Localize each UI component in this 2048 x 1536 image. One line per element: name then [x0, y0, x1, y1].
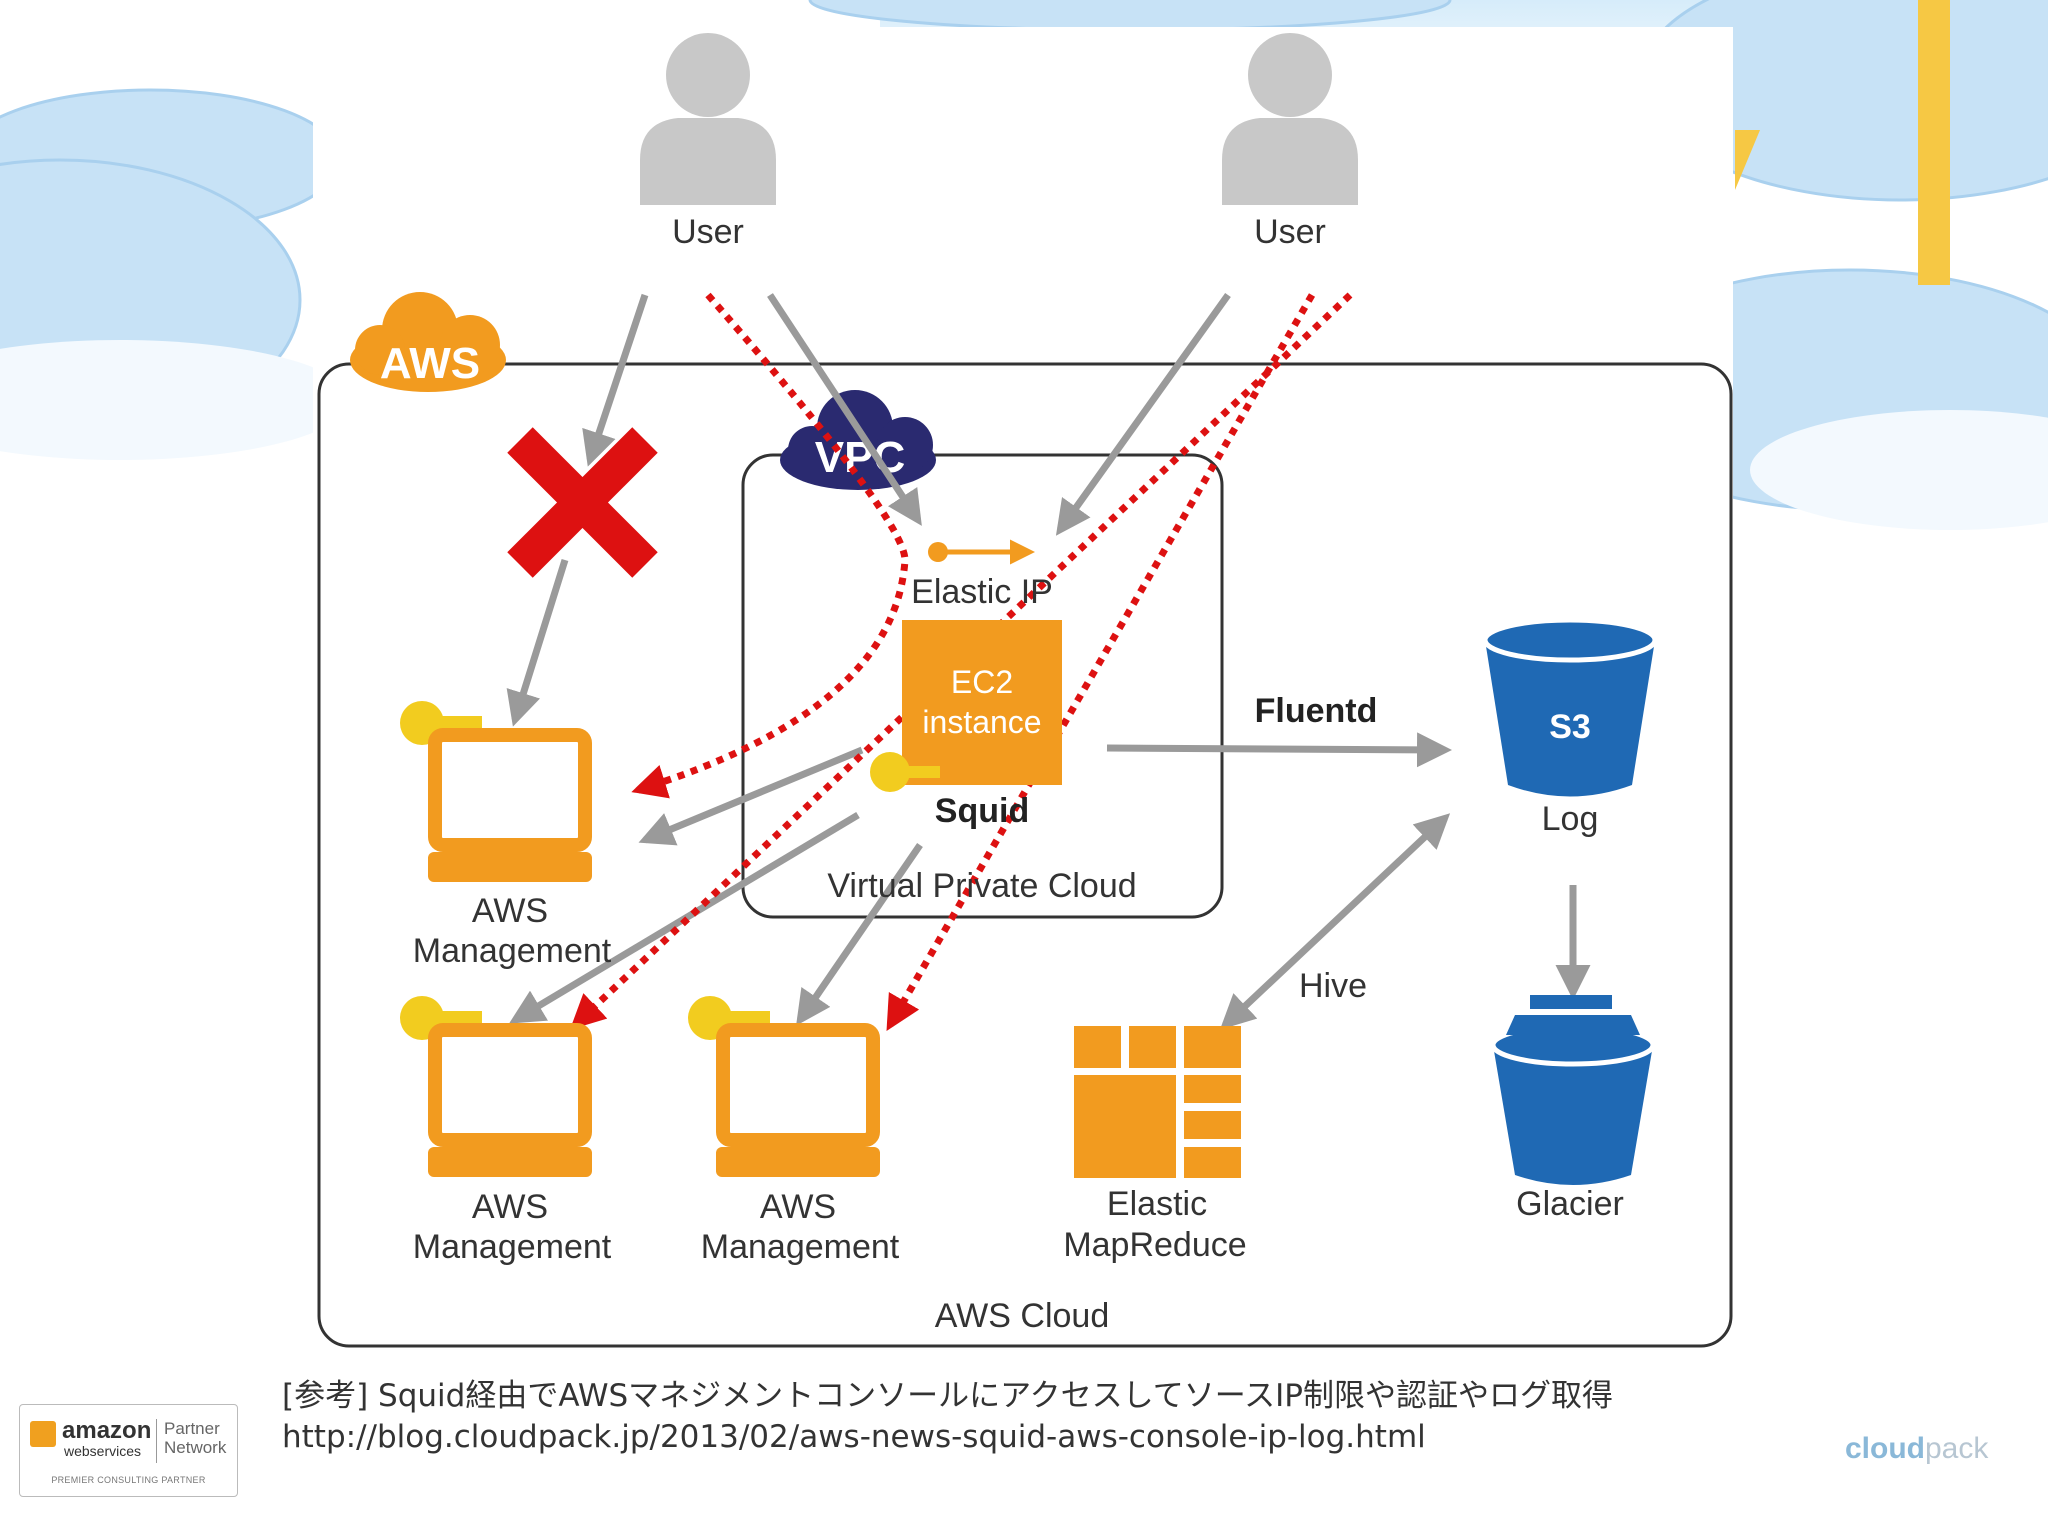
- management-label-2-line1: AWS: [472, 1188, 548, 1226]
- management-label-1-line1: AWS: [472, 892, 548, 930]
- amazon-wordmark: amazon: [62, 1417, 152, 1444]
- user-label-right: User: [1254, 213, 1326, 251]
- partner-network-text: Partner Network: [164, 1419, 226, 1457]
- partner-line1: Partner: [164, 1419, 220, 1438]
- vpc-frame: [741, 453, 1224, 919]
- user-label-left: User: [672, 213, 744, 251]
- glacier-label: Glacier: [1516, 1185, 1624, 1223]
- emr-label-line1: Elastic: [1107, 1185, 1207, 1223]
- reference-url-link[interactable]: http://blog.cloudpack.jp/2013/02/aws-new…: [282, 1419, 1426, 1455]
- aws-badge-icon: [350, 292, 506, 392]
- vpc-label: Virtual Private Cloud: [827, 867, 1136, 905]
- hive-label: Hive: [1299, 967, 1367, 1005]
- squid-label: Squid: [935, 792, 1029, 830]
- ec2-label-line1: EC2: [951, 664, 1013, 700]
- glacier-icon: [1490, 995, 1656, 1185]
- management-label-2-line2: Management: [413, 1228, 612, 1266]
- aws-cloud-frame: [317, 362, 1733, 1348]
- logo-divider: [156, 1419, 157, 1463]
- management-console-icon-1: [400, 701, 592, 882]
- emr-label-line2: MapReduce: [1063, 1226, 1246, 1264]
- management-console-icon-3: [688, 996, 880, 1177]
- s3-log-label: Log: [1542, 800, 1599, 838]
- user-icon-right: [1222, 33, 1358, 205]
- elastic-mapreduce-icon: [1074, 1026, 1241, 1178]
- s3-bucket-icon: [1482, 617, 1658, 797]
- aws-cloud-label: AWS Cloud: [935, 1297, 1109, 1335]
- webservices-wordmark: webservices: [64, 1443, 142, 1459]
- cloudpack-logo-cloud: cloud: [1845, 1432, 1925, 1465]
- fluentd-label: Fluentd: [1255, 692, 1378, 730]
- user-icon-left: [640, 33, 776, 205]
- cloudpack-logo: cloudpack: [1845, 1432, 1988, 1466]
- elastic-ip-icon: [928, 539, 1035, 565]
- ec2-label-line2: instance: [922, 704, 1041, 740]
- cloudpack-logo-pack: pack: [1925, 1432, 1989, 1465]
- deny-x-icon: [507, 427, 658, 578]
- aws-cube-icon: [30, 1421, 56, 1447]
- management-label-1-line2: Management: [413, 932, 612, 970]
- elastic-ip-label: Elastic IP: [911, 573, 1053, 611]
- squid-key-icon: [870, 752, 940, 792]
- reference-caption: [参考] Squid経由でAWSマネジメントコンソールにアクセスしてソースIP制…: [282, 1378, 1613, 1414]
- aws-partner-network-logo: amazon webservices Partner Network PREMI…: [19, 1404, 238, 1497]
- management-label-3-line2: Management: [701, 1228, 900, 1266]
- s3-badge-label: S3: [1549, 708, 1591, 746]
- aws-badge-label: AWS: [380, 339, 480, 388]
- partner-line2: Network: [164, 1438, 227, 1457]
- premier-partner-text: PREMIER CONSULTING PARTNER: [51, 1475, 206, 1485]
- management-console-icon-2: [400, 996, 592, 1177]
- management-label-3-line1: AWS: [760, 1188, 836, 1226]
- ec2-instance-box: [902, 620, 1062, 785]
